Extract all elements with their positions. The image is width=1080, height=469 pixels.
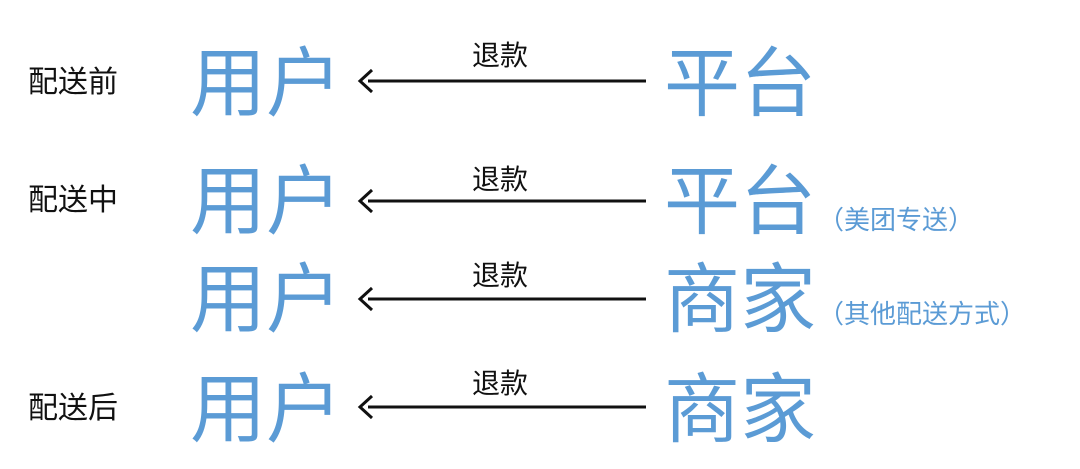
party-user: 用户	[190, 365, 342, 454]
refund-arrow	[357, 394, 646, 420]
refund-arrow	[357, 188, 646, 214]
party-recipient: 商家	[664, 255, 816, 344]
party-user: 用户	[190, 157, 342, 246]
action-label: 退款	[472, 367, 529, 400]
party-user: 用户	[190, 255, 342, 344]
flow-row-before-delivery: 配送前 用户 退款 平台	[0, 40, 1080, 130]
stage-label: 配送后	[28, 391, 118, 426]
party-recipient: 商家	[664, 365, 816, 454]
recipient-note: （美团专送）	[818, 206, 975, 236]
recipient-note: （其他配送方式）	[818, 300, 1027, 330]
party-recipient: 平台	[664, 157, 816, 246]
action-label: 退款	[472, 163, 529, 196]
flow-row-after-delivery: 配送后 用户 退款 商家	[0, 366, 1080, 456]
stage-label: 配送中	[28, 183, 118, 218]
stage-label: 配送前	[28, 65, 118, 100]
party-user: 用户	[190, 39, 342, 128]
flow-row-during-delivery-merchant: 用户 退款 商家 （其他配送方式）	[0, 256, 1080, 346]
refund-arrow	[357, 286, 646, 312]
action-label: 退款	[472, 259, 529, 292]
refund-arrow	[357, 68, 646, 94]
party-recipient: 平台	[664, 39, 816, 128]
flow-row-during-delivery-platform: 配送中 用户 退款 平台 （美团专送）	[0, 158, 1080, 248]
action-label: 退款	[472, 39, 529, 72]
